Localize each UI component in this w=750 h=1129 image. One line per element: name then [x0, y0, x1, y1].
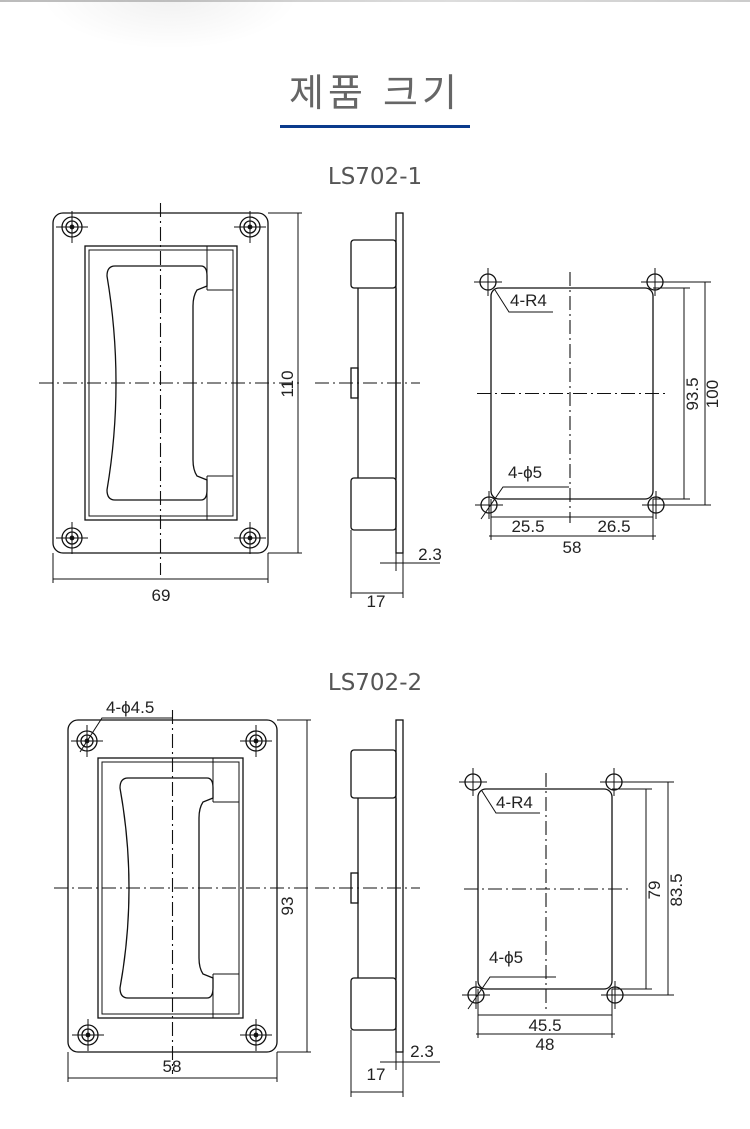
title-underline	[280, 125, 470, 128]
dim-height-1: 110	[278, 370, 297, 397]
cut-outer-h-2: 83.5	[667, 873, 686, 906]
model-label-1: LS702-1	[327, 164, 423, 190]
handle-outline	[119, 777, 214, 999]
cut-radius-1: 4-R4	[510, 291, 547, 310]
side-upper-block	[350, 749, 397, 799]
cut-inner-h-1: 93.5	[683, 377, 702, 410]
radius-leader	[481, 790, 540, 814]
cut-right-1: 26.5	[597, 517, 630, 536]
handle-outline	[106, 265, 208, 501]
dim-depth-1: 17	[367, 592, 386, 611]
side-plate	[395, 719, 404, 1053]
dim-width-2: 58	[163, 1057, 182, 1076]
handle-hinge	[212, 758, 240, 1018]
dim-plate-1: 2.3	[418, 545, 442, 564]
dim-height-2: 93	[278, 897, 297, 916]
cut-total-1: 58	[563, 538, 582, 557]
dim-depth-2: 17	[367, 1065, 386, 1084]
radius-leader	[494, 289, 553, 313]
side-lower-block	[350, 477, 397, 531]
holes-leader	[79, 717, 172, 753]
page-title: 제품 크기	[289, 71, 461, 115]
holes-2: 4-ϕ4.5	[106, 698, 154, 717]
hole-leader	[480, 486, 569, 520]
cut-holes-2: 4-ϕ5	[489, 948, 523, 967]
cut-radius-2: 4-R4	[496, 793, 533, 812]
side-lower-block	[350, 977, 397, 1031]
cut-left-1: 25.5	[511, 517, 544, 536]
cut-inner-w-2: 45.5	[528, 1016, 561, 1035]
drawing-ls702-1	[39, 203, 711, 598]
handle-hinge	[206, 246, 234, 520]
drawing-ls702-2	[54, 710, 674, 1097]
recess-frame	[97, 757, 244, 1019]
model-label-2: LS702-2	[327, 670, 423, 696]
side-upper-block	[350, 239, 397, 289]
cut-holes-1: 4-ϕ5	[508, 463, 542, 482]
cut-outer-w-2: 48	[536, 1035, 555, 1054]
hole-leader	[467, 976, 556, 1010]
dim-plate-2: 2.3	[410, 1042, 434, 1061]
cut-outer-h-1: 100	[703, 380, 722, 408]
top-border	[0, 0, 750, 2]
cut-inner-h-2: 79	[645, 881, 664, 900]
dim-width-1: 69	[152, 586, 171, 605]
